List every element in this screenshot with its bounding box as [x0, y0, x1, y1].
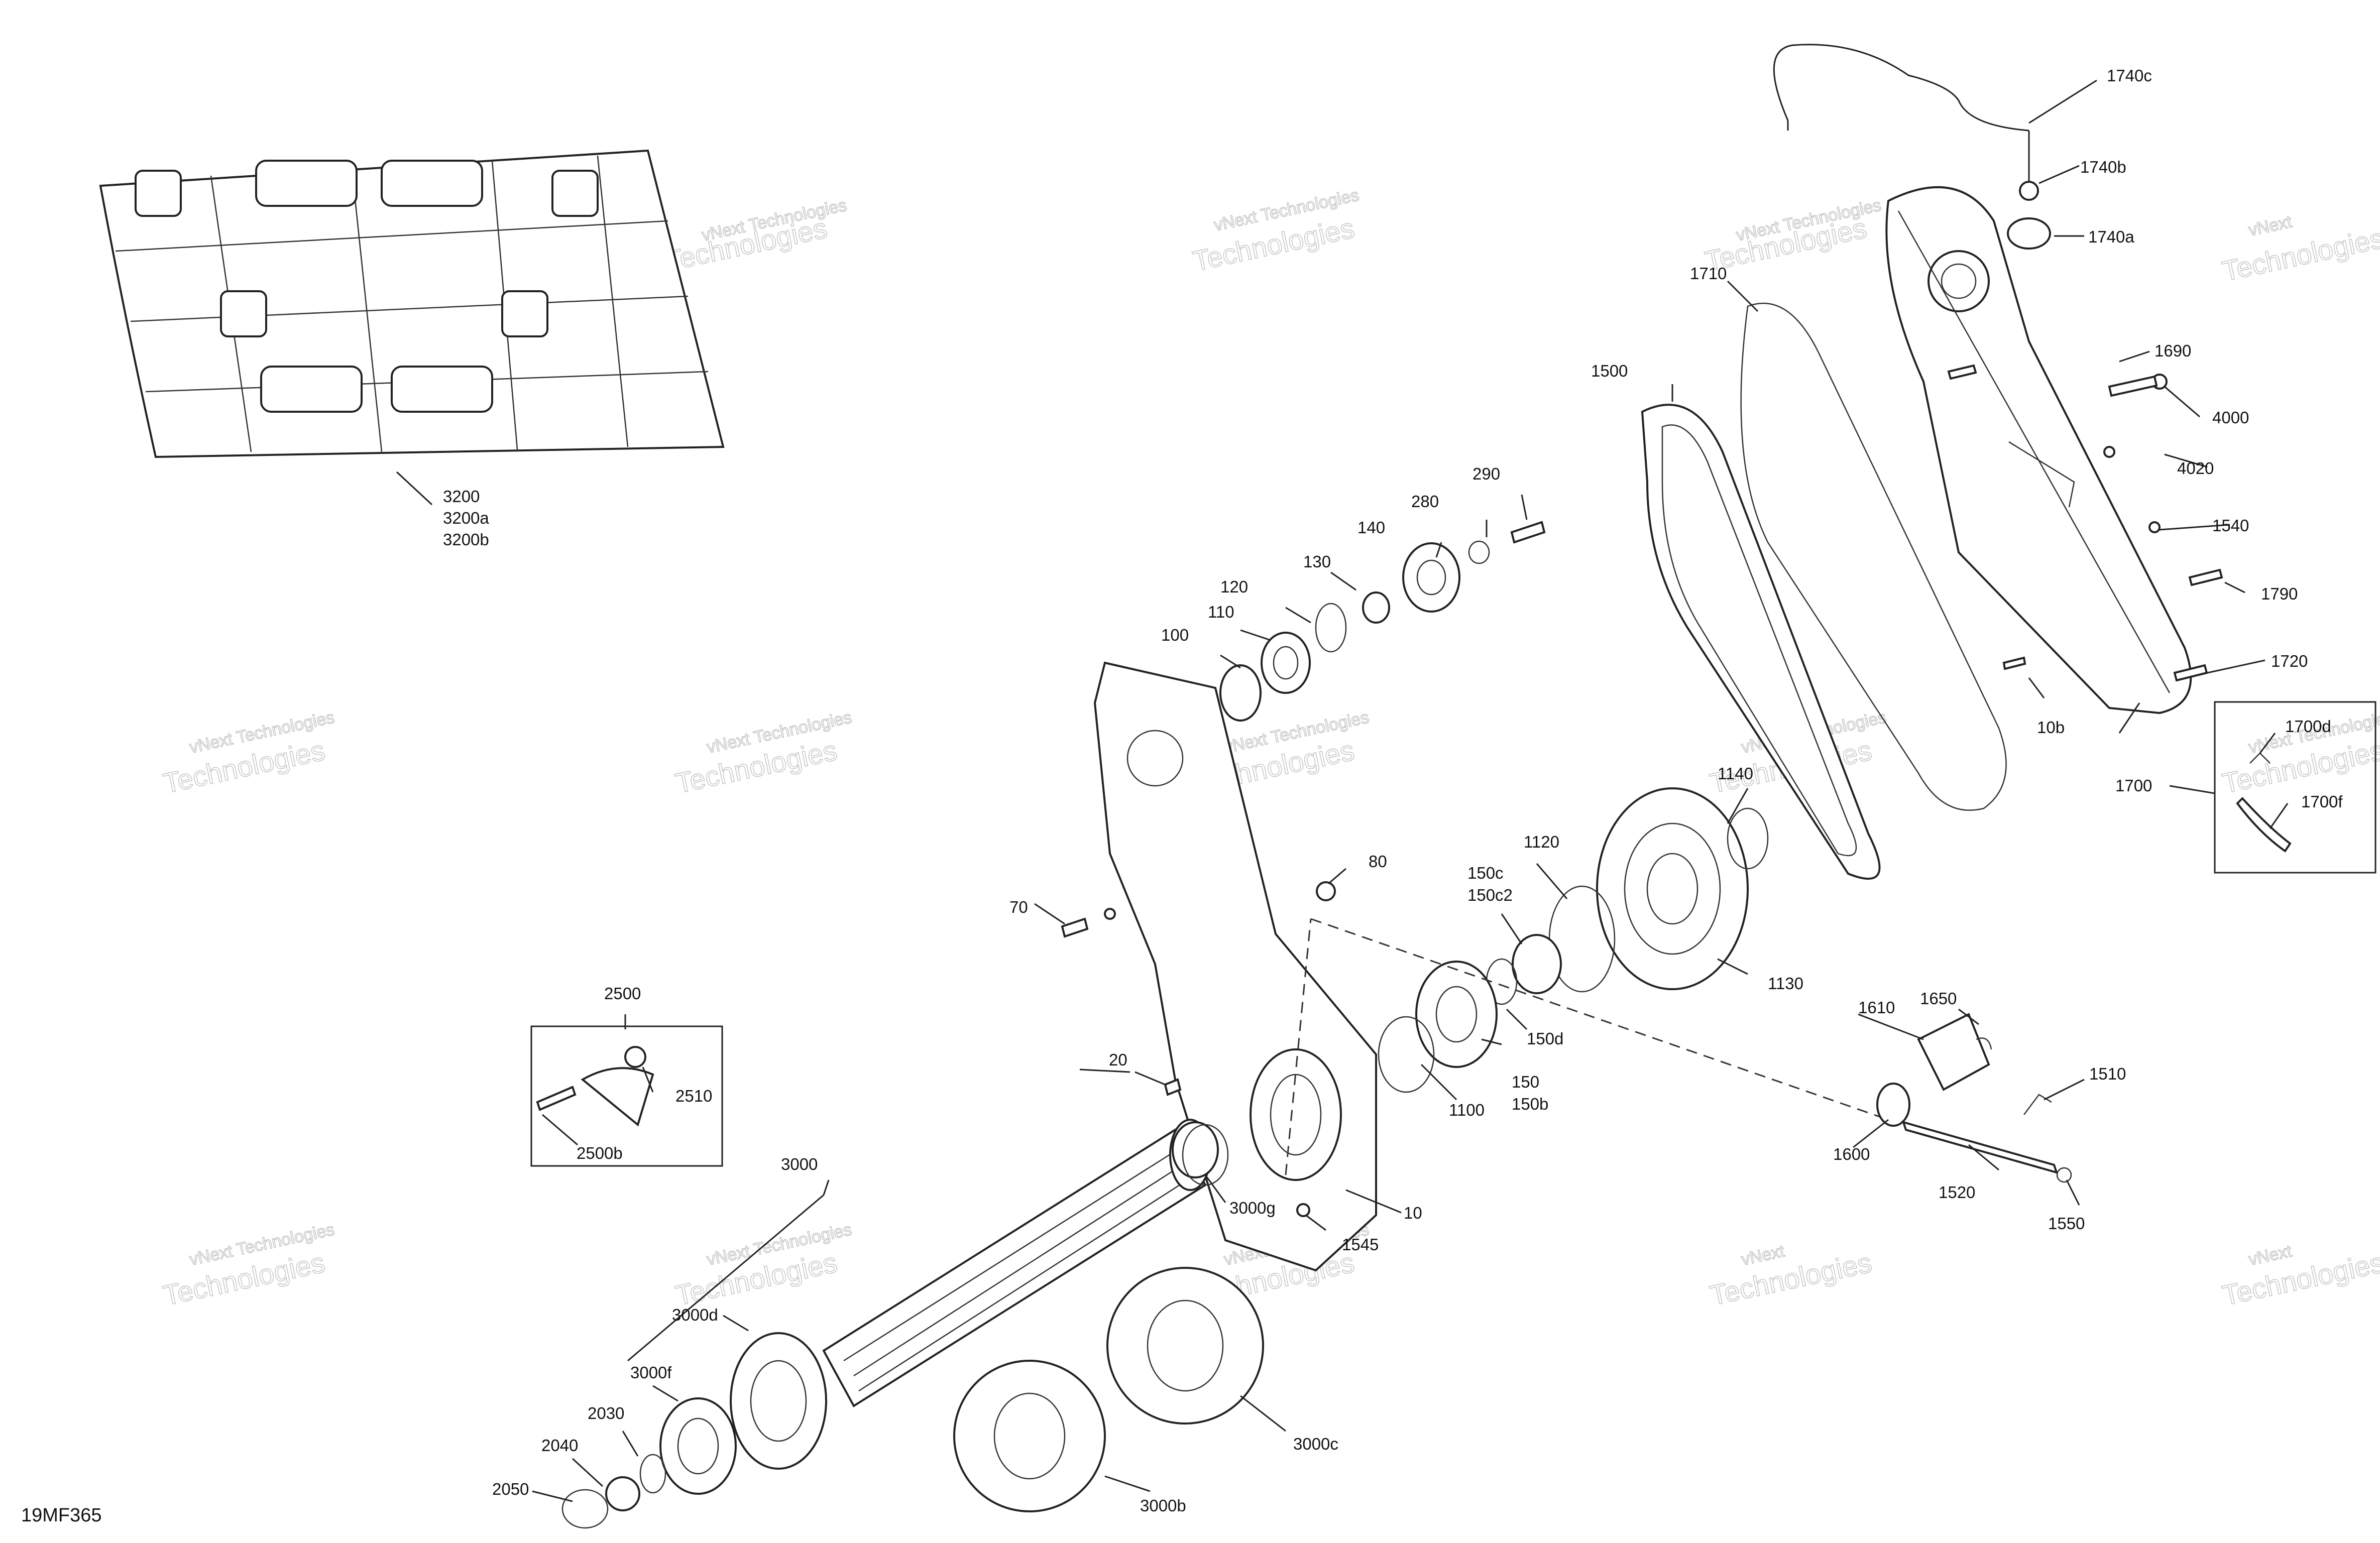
bearing-150	[1415, 961, 1498, 1068]
svg-text:Technologies: Technologies	[2219, 1246, 2380, 1312]
callout-1790: 1790	[2261, 584, 2298, 603]
svg-text:Technologies: Technologies	[1707, 1246, 1874, 1312]
callout-1610: 1610	[1858, 998, 1895, 1017]
callout-1120: 1120	[1524, 833, 1559, 851]
callout-1690: 1690	[2155, 341, 2191, 360]
callout-1500: 1500	[1591, 362, 1628, 380]
callout-1600: 1600	[1833, 1145, 1870, 1163]
callout-1700d: 1700d	[2285, 717, 2331, 736]
callout-10b: 10b	[2037, 718, 2065, 737]
callout-1545: 1545	[1342, 1235, 1379, 1254]
svg-text:vNext: vNext	[2247, 1241, 2294, 1269]
small-bolts	[1061, 881, 1336, 1217]
chain-1500	[1641, 404, 1881, 880]
chain-1500-inner	[1661, 424, 1857, 857]
ring-1100	[1378, 1016, 1435, 1093]
callout-1700f: 1700f	[2301, 792, 2343, 811]
watermark: Technologies	[2219, 1246, 2380, 1312]
callout-150c: 150c	[1467, 864, 1504, 882]
callout-10: 10	[1404, 1204, 1422, 1222]
track-part	[99, 149, 725, 458]
assembly-axis-line	[1285, 918, 1312, 1175]
callout-150b: 150b	[1512, 1095, 1548, 1113]
sprocket-3000b	[953, 1360, 1106, 1512]
ring-3000g	[1182, 1124, 1229, 1186]
callout-80: 80	[1369, 852, 1387, 871]
callout-70: 70	[1009, 898, 1028, 916]
callout-140: 140	[1357, 518, 1385, 537]
callout-150d: 150d	[1527, 1029, 1563, 1048]
watermark: Technologies	[2219, 221, 2380, 287]
callout-labels: 3200 3200a 3200b 290 280 140 130 120 110…	[443, 66, 2343, 1515]
chaincase-part	[1093, 661, 1377, 1272]
callout-3200: 3200	[443, 487, 480, 506]
callout-1540: 1540	[2212, 516, 2249, 535]
callout-1700: 1700	[2115, 776, 2152, 795]
callout-130: 130	[1303, 552, 1331, 571]
callout-20: 20	[1109, 1050, 1127, 1069]
callout-1740a: 1740a	[2088, 227, 2134, 246]
callout-1650: 1650	[1920, 989, 1957, 1008]
callout-1100: 1100	[1449, 1101, 1485, 1119]
callout-3000f: 3000f	[630, 1363, 672, 1382]
callout-280: 280	[1411, 492, 1439, 511]
callout-150: 150	[1512, 1073, 1539, 1091]
drawing-code: 19MF365	[21, 1505, 102, 1526]
callout-1520: 1520	[1939, 1183, 1975, 1202]
callout-3200a: 3200a	[443, 509, 489, 527]
callout-2510: 2510	[675, 1087, 712, 1105]
inset-box-2500	[530, 1025, 723, 1167]
watermark: vNext	[2246, 1241, 2294, 1270]
gear-1130	[1596, 787, 1749, 990]
callout-3000c: 3000c	[1293, 1435, 1338, 1453]
bearing-150-inner	[1435, 986, 1478, 1043]
callout-1550: 1550	[2048, 1214, 2085, 1233]
sprocket-3000c	[1106, 1267, 1264, 1425]
cover-1700	[1885, 186, 2192, 715]
svg-text:vNext: vNext	[2247, 212, 2294, 240]
callout-1720: 1720	[2271, 652, 2308, 670]
callout-3000: 3000	[781, 1155, 818, 1173]
callout-2050: 2050	[492, 1480, 529, 1498]
callout-4020: 4020	[2177, 459, 2214, 478]
callout-290: 290	[1472, 464, 1500, 483]
watermark: vNext	[2246, 212, 2294, 241]
callout-3000d: 3000d	[672, 1305, 718, 1324]
callout-1740b: 1740b	[2080, 158, 2126, 176]
callout-120: 120	[1220, 577, 1248, 596]
callout-1140: 1140	[1718, 764, 1753, 783]
callout-1510: 1510	[2089, 1064, 2126, 1083]
bearing-stack	[1219, 521, 1546, 722]
leader-lines	[396, 79, 2289, 1502]
svg-text:Technologies: Technologies	[2219, 222, 2380, 287]
bearing-150c	[1512, 934, 1562, 994]
sensor-harness	[1773, 44, 2051, 250]
callout-3200b: 3200b	[443, 530, 489, 549]
watermark: Technologies	[1707, 1246, 1875, 1312]
callout-3000g: 3000g	[1229, 1199, 1276, 1217]
callout-2030: 2030	[588, 1404, 624, 1422]
callout-1710: 1710	[1690, 264, 1727, 283]
callout-1740c: 1740c	[2107, 66, 2152, 85]
callout-2500: 2500	[604, 984, 641, 1003]
cover-fasteners	[1947, 364, 2223, 682]
callout-110: 110	[1208, 603, 1234, 621]
callout-1130: 1130	[1768, 974, 1803, 993]
callout-100: 100	[1161, 626, 1189, 644]
callout-2040: 2040	[541, 1436, 578, 1455]
assembly-axis-line	[1310, 918, 1889, 1121]
callout-4000: 4000	[2212, 408, 2249, 427]
ring-1140	[1727, 807, 1769, 870]
end-bearing-stack	[561, 1332, 827, 1529]
callout-3000b: 3000b	[1140, 1496, 1186, 1515]
callout-150c2: 150c2	[1467, 886, 1513, 904]
tensioner-parts	[1876, 1013, 2072, 1183]
callout-2500b: 2500b	[577, 1144, 623, 1162]
chain-1710	[1740, 302, 2007, 811]
